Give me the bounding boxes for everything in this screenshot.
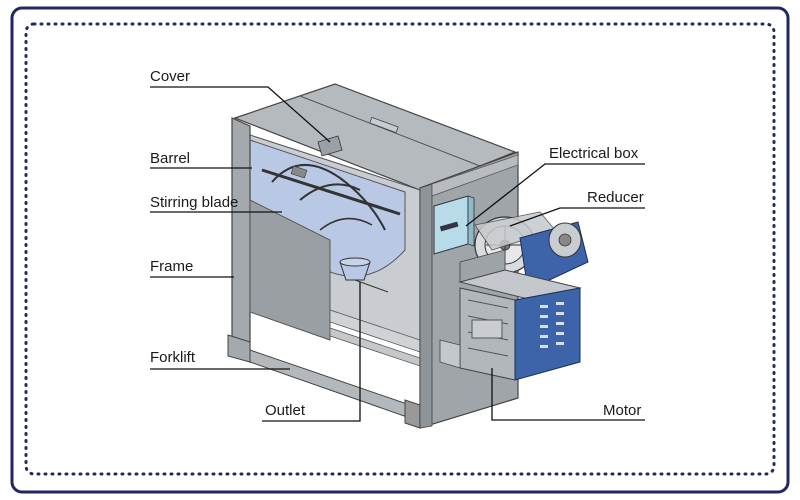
leader-cover — [150, 86, 331, 143]
cover-hinge — [317, 135, 343, 157]
label-barrel: Barrel — [150, 150, 190, 167]
label-electrical-box: Electrical box — [549, 145, 639, 162]
leader-motor — [491, 368, 645, 421]
cover-top — [233, 83, 517, 191]
leader-lines — [150, 86, 645, 422]
mixer-machine — [227, 83, 589, 429]
label-stirring-blade: Stirring blade — [150, 194, 238, 211]
leader-outlet — [262, 282, 361, 422]
leader-reducer — [509, 207, 645, 227]
labels: Cover Barrel Stirring blade Frame Forkli… — [150, 68, 644, 419]
stirring-blade — [271, 164, 386, 231]
label-frame: Frame — [150, 258, 193, 275]
dotted-border — [24, 22, 776, 476]
leader-electrical-box — [465, 163, 645, 227]
label-forklift: Forklift — [150, 349, 196, 366]
lower-back-panel — [249, 199, 331, 341]
frame-left-post — [231, 117, 251, 363]
label-cover: Cover — [150, 68, 190, 85]
motor-housing-side — [514, 287, 581, 381]
motor-vents — [540, 302, 564, 348]
label-outlet: Outlet — [265, 402, 306, 419]
label-reducer: Reducer — [587, 189, 644, 206]
label-motor: Motor — [603, 402, 641, 419]
